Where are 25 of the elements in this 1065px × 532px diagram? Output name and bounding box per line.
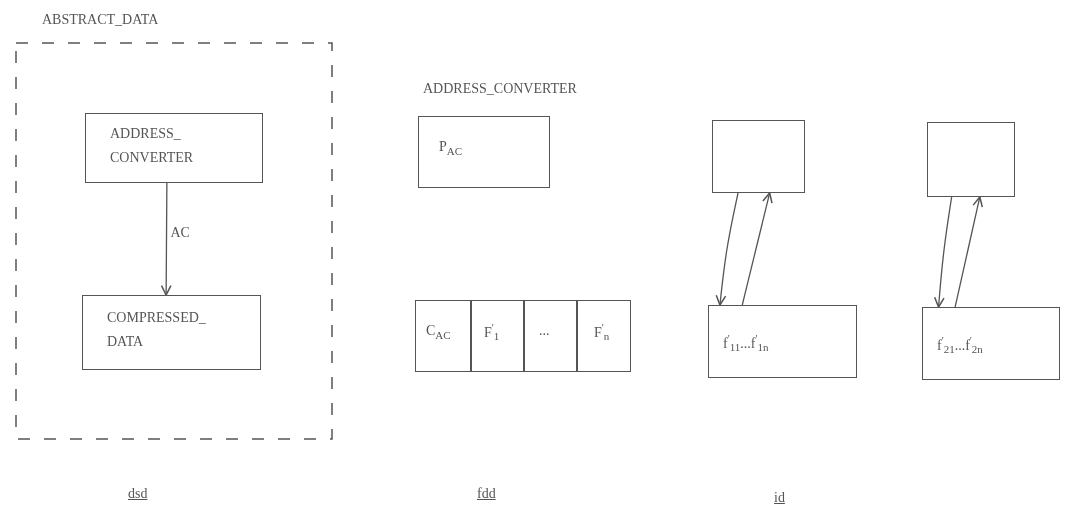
node-label: ADDRESS_ CONVERTER (110, 125, 195, 167)
figure-label: dsd (128, 486, 148, 502)
process-box (415, 300, 471, 372)
process-box (524, 300, 577, 372)
heading: ADDRESS_CONVERTER (423, 80, 577, 98)
process-box (85, 113, 263, 183)
node-label: P$_{AC}$ (439, 138, 463, 159)
process-box (471, 300, 524, 372)
process-box (922, 307, 1060, 380)
arrow (160, 182, 172, 296)
node-label: COMPRESSED_ DATA (107, 309, 207, 351)
node-label: C$_{AC}$ (426, 322, 451, 343)
process-box (82, 295, 261, 370)
arrow (933, 196, 953, 308)
node-label: ABSTRACT_DATA (42, 11, 159, 29)
empty-box (712, 120, 805, 193)
figure-label: fdd (477, 486, 496, 502)
empty-box (927, 122, 1015, 197)
process-box (577, 300, 631, 372)
node-label: ... (539, 322, 550, 340)
arrow (741, 192, 773, 306)
figure-label: id (774, 490, 785, 506)
arrow (715, 192, 739, 306)
process-box (708, 305, 857, 378)
arrow (954, 196, 984, 308)
